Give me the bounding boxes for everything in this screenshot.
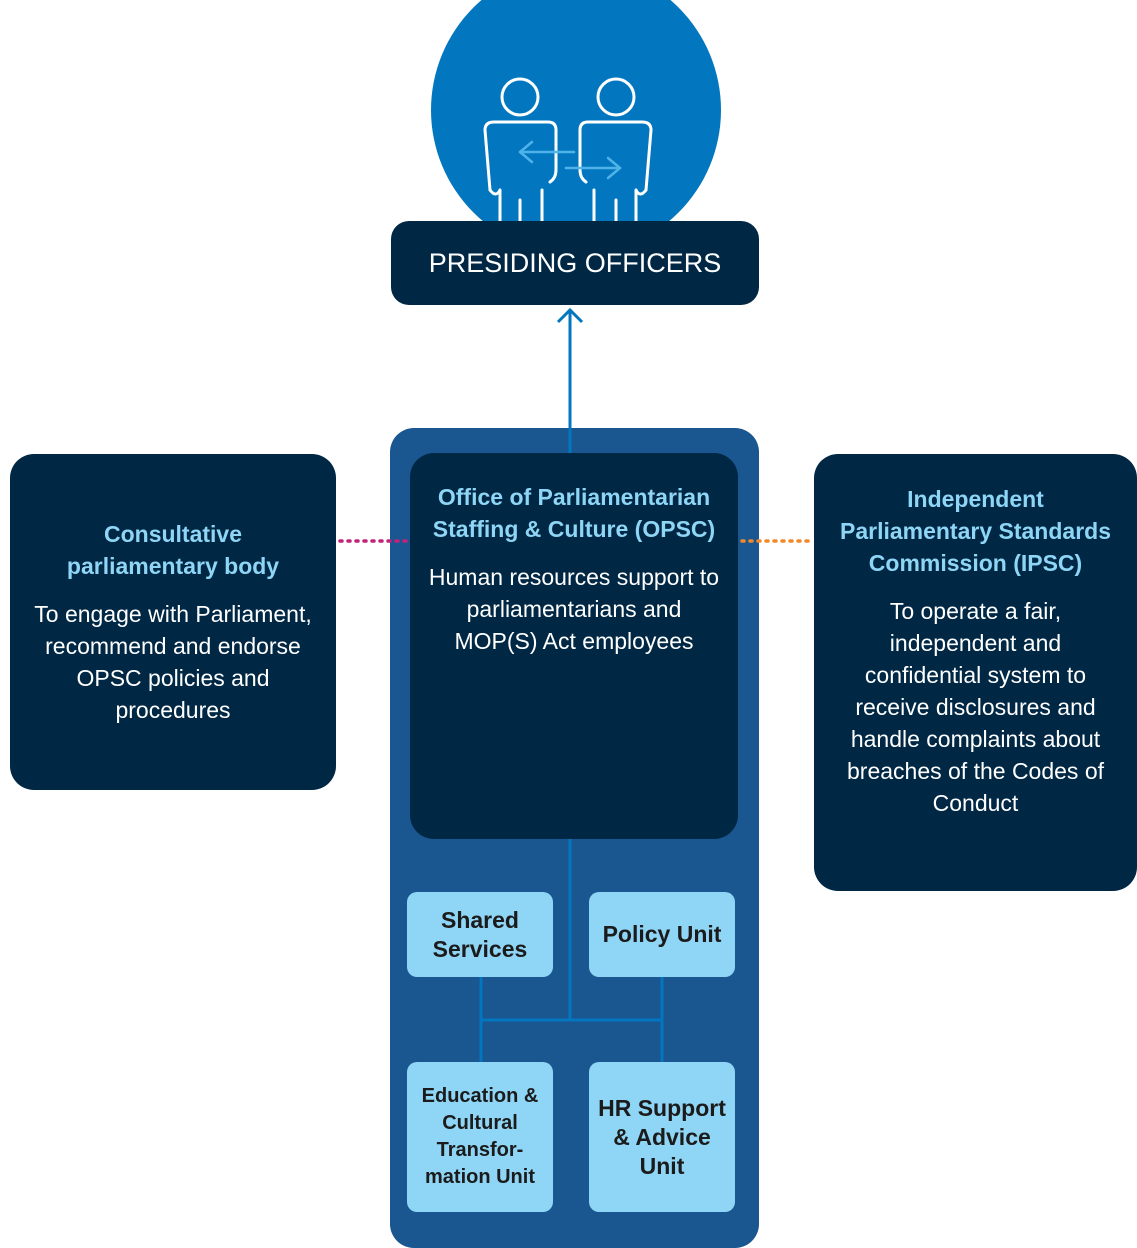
shared-services-label: Shared Services — [432, 906, 528, 962]
hr-unit-label: HR Support & Advice Unit — [598, 1094, 726, 1179]
policy-unit: Policy Unit — [589, 892, 735, 977]
ipsc-box: Independent Parliamentary Standards Comm… — [814, 454, 1137, 891]
opsc-description: Human resources support to parliamentari… — [428, 564, 720, 654]
opsc-box: Office of Parliamentarian Staffing & Cul… — [410, 453, 738, 839]
consultative-body-box: Consultative parliamentary body To engag… — [10, 454, 336, 790]
education-cultural-unit: Education & Cultural Transfor-mation Uni… — [407, 1062, 553, 1212]
hr-support-unit: HR Support & Advice Unit — [589, 1062, 735, 1212]
opsc-title: Office of Parliamentarian Staffing & Cul… — [432, 484, 716, 542]
ipsc-description: To operate a fair, independent and confi… — [847, 598, 1104, 816]
policy-unit-label: Policy Unit — [602, 921, 722, 947]
ipsc-title: Independent Parliamentary Standards Comm… — [839, 486, 1111, 576]
presiding-officers-circle — [431, 0, 721, 255]
presiding-officers-box: PRESIDING OFFICERS — [391, 221, 759, 305]
education-unit-label: Education & Cultural Transfor-mation Uni… — [421, 1085, 539, 1188]
consultative-body-title: Consultative parliamentary body — [66, 521, 280, 579]
up-arrow-head — [556, 307, 584, 324]
shared-services-unit: Shared Services — [407, 892, 553, 977]
consultative-body-description: To engage with Parliament, recommend and… — [34, 601, 312, 723]
presiding-officers-label: PRESIDING OFFICERS — [428, 247, 722, 278]
